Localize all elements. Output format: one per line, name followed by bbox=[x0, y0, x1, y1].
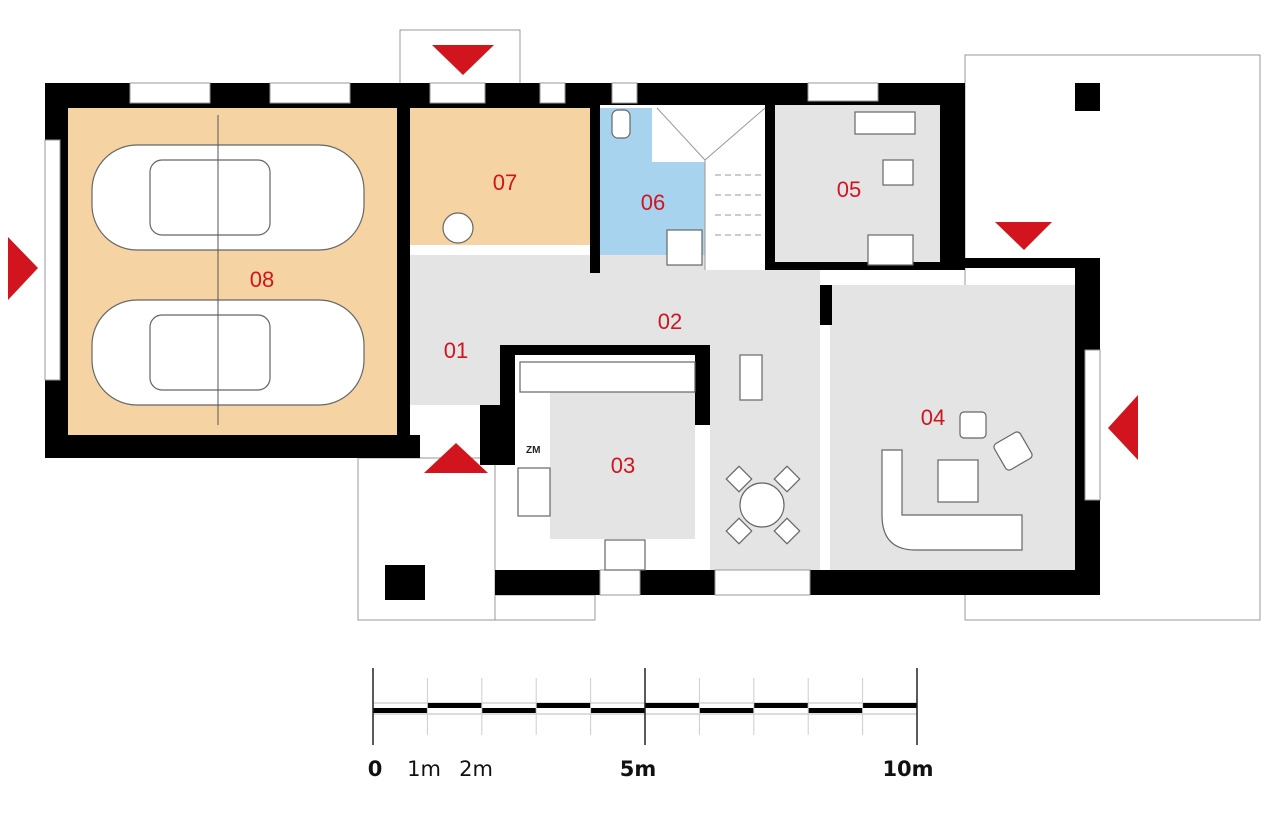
scale-label-2m: 2m bbox=[459, 757, 493, 781]
scale-segment bbox=[590, 708, 645, 713]
scale-segment bbox=[645, 703, 700, 708]
room-label-08: 08 bbox=[250, 267, 274, 292]
room-label-05: 05 bbox=[837, 177, 861, 202]
staircase bbox=[656, 107, 766, 270]
kitchen-marker: ZM bbox=[526, 445, 540, 456]
room-label-03: 03 bbox=[611, 453, 635, 478]
entry-arrow-left bbox=[8, 237, 38, 300]
entry-arrow-top bbox=[432, 45, 494, 75]
room-label-04: 04 bbox=[921, 405, 945, 430]
scale-segment bbox=[699, 708, 754, 713]
windows bbox=[44, 82, 1101, 596]
scale-label-10m: 10m bbox=[882, 757, 933, 781]
room-label-01: 01 bbox=[444, 338, 468, 363]
dining-floor bbox=[710, 355, 820, 570]
scale-segment bbox=[481, 708, 537, 713]
scale-segment bbox=[427, 703, 482, 708]
entry-arrow-right bbox=[1108, 395, 1138, 460]
room-07-floor bbox=[410, 108, 590, 245]
scale-label-0: 0 bbox=[368, 757, 383, 781]
entry-arrow-terrace bbox=[995, 222, 1052, 250]
room-01-floor bbox=[410, 285, 500, 405]
car-top bbox=[91, 144, 365, 251]
scale-label-1m: 1m bbox=[407, 757, 441, 781]
room-label-02: 02 bbox=[658, 309, 682, 334]
room-03-floor bbox=[550, 392, 695, 539]
scale-segment bbox=[536, 703, 591, 708]
room-label-06: 06 bbox=[641, 190, 665, 215]
room-label-07: 07 bbox=[493, 170, 517, 195]
entry-arrow-main bbox=[424, 443, 488, 473]
scale-label-5m: 5m bbox=[620, 757, 657, 781]
scale-segment bbox=[373, 708, 428, 713]
furniture bbox=[442, 109, 1033, 571]
car-bottom bbox=[91, 299, 365, 406]
scale-segment bbox=[753, 703, 809, 708]
scale-segment bbox=[808, 708, 863, 713]
scale-bar bbox=[372, 668, 918, 745]
scale-segment bbox=[862, 703, 917, 708]
